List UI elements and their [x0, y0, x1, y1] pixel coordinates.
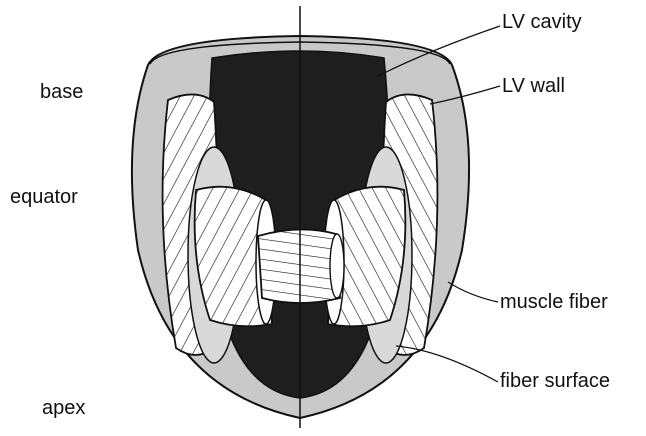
label-apex: apex	[42, 398, 85, 418]
label-fiber-surface: fiber surface	[500, 371, 610, 391]
label-lv-cavity: LV cavity	[502, 12, 582, 32]
label-base: base	[40, 82, 83, 102]
central-fiber-cylinder	[258, 229, 340, 303]
leader-muscle-fiber	[448, 282, 498, 302]
label-lv-wall: LV wall	[502, 76, 565, 96]
label-muscle-fiber: muscle fiber	[500, 292, 608, 312]
label-equator: equator	[10, 187, 78, 207]
central-fiber-cylinder-end	[330, 234, 344, 298]
